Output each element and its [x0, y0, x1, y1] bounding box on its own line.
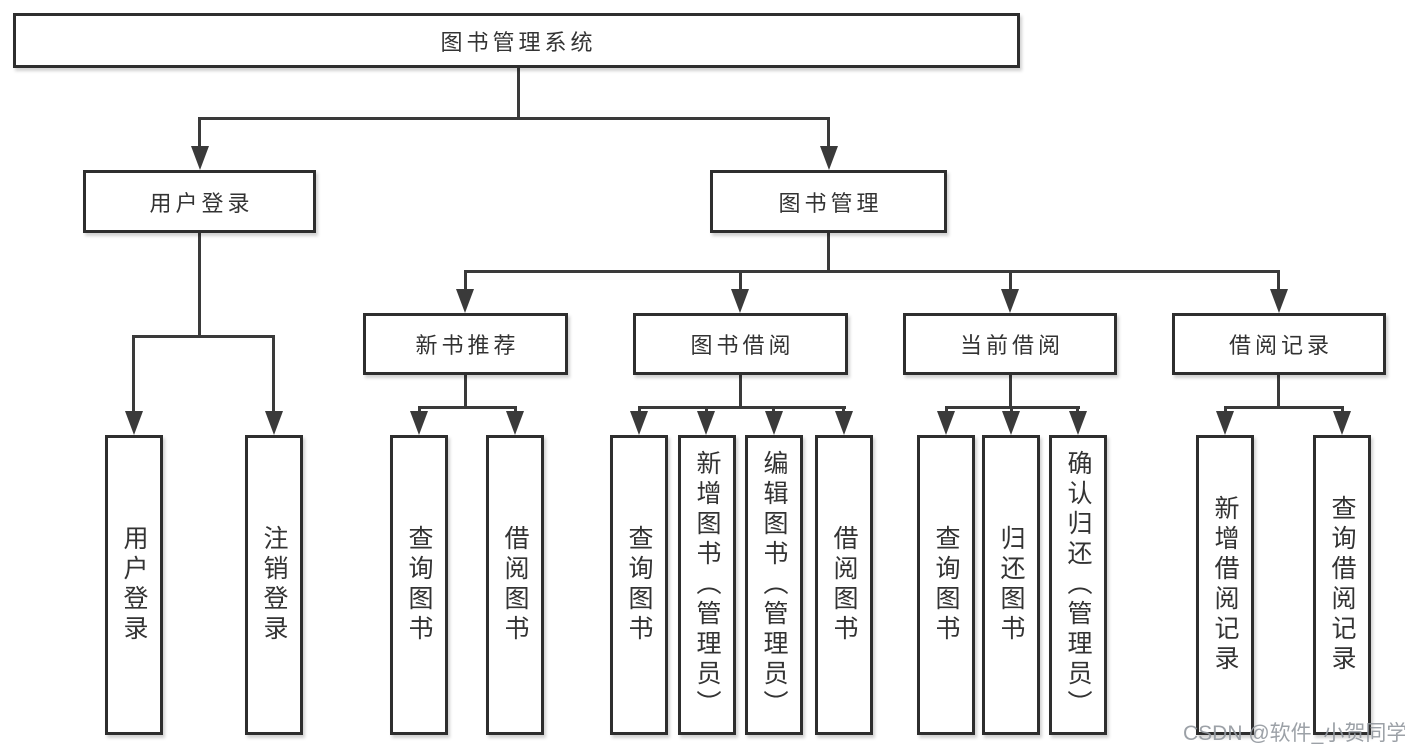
connector-line	[842, 406, 845, 415]
connector-line	[739, 270, 742, 292]
node-new-book-recommend-label: 新书推荐	[415, 333, 520, 358]
connector-line	[418, 406, 517, 409]
leaf-query-books-current-label: 查询图书	[932, 525, 960, 645]
arrowhead-icon	[265, 411, 283, 435]
connector-line	[198, 117, 201, 150]
arrowhead-icon	[456, 289, 474, 313]
connector-line	[1010, 406, 1013, 415]
connector-line	[198, 233, 201, 335]
leaf-logout: 注销登录	[245, 435, 303, 735]
connector-line	[945, 406, 948, 415]
node-root-label: 图书管理系统	[440, 29, 597, 55]
node-book-management-label: 图书管理	[778, 190, 883, 216]
arrowhead-icon	[731, 289, 749, 313]
connector-line	[272, 335, 275, 415]
connector-line	[1009, 270, 1012, 292]
leaf-add-borrow-record-label: 新增借阅记录	[1211, 495, 1239, 675]
node-book-borrowing-label: 图书借阅	[690, 333, 795, 358]
leaf-confirm-return-admin-label: 确认归还（管理员）	[1064, 450, 1092, 720]
node-book-borrowing: 图书借阅	[633, 313, 848, 375]
arrowhead-icon	[820, 146, 838, 170]
arrowhead-icon	[1216, 411, 1234, 435]
csdn-watermark: CSDN @软件_小贺同学	[1183, 722, 1405, 745]
connector-line	[133, 335, 275, 338]
arrowhead-icon	[630, 411, 648, 435]
connector-line	[772, 406, 775, 415]
connector-line	[827, 117, 830, 150]
node-borrow-records-label: 借阅记录	[1228, 333, 1333, 358]
leaf-borrow-books-recommend-label: 借阅图书	[501, 525, 529, 645]
leaf-add-book-admin-label: 新增图书（管理员）	[693, 450, 721, 720]
leaf-query-books-recommend: 查询图书	[390, 435, 448, 735]
leaf-borrow-books-recommend: 借阅图书	[486, 435, 544, 735]
leaf-edit-book-admin: 编辑图书（管理员）	[745, 435, 803, 735]
leaf-return-books-label: 归还图书	[997, 525, 1025, 645]
node-user-login-label: 用户登录	[149, 190, 254, 216]
node-current-borrowing: 当前借阅	[903, 313, 1117, 375]
leaf-query-books-current: 查询图书	[917, 435, 975, 735]
connector-line	[705, 406, 708, 415]
node-user-login: 用户登录	[83, 170, 316, 233]
arrowhead-icon	[1069, 411, 1087, 435]
connector-line	[517, 68, 520, 118]
arrowhead-icon	[1270, 289, 1288, 313]
leaf-confirm-return-admin: 确认归还（管理员）	[1049, 435, 1107, 735]
leaf-query-books-recommend-label: 查询图书	[405, 525, 433, 645]
leaf-return-books: 归还图书	[982, 435, 1040, 735]
node-new-book-recommend: 新书推荐	[363, 313, 568, 375]
arrowhead-icon	[410, 411, 428, 435]
leaf-query-books-borrowing: 查询图书	[610, 435, 668, 735]
connector-line	[1277, 375, 1280, 406]
arrowhead-icon	[1333, 411, 1351, 435]
connector-line	[1224, 406, 1227, 415]
leaf-borrow-books-borrowing-label: 借阅图书	[830, 525, 858, 645]
leaf-query-borrow-record: 查询借阅记录	[1313, 435, 1371, 735]
connector-line	[1224, 406, 1344, 409]
leaf-user-login-label: 用户登录	[120, 525, 148, 645]
connector-line	[1076, 406, 1079, 415]
node-book-management: 图书管理	[710, 170, 947, 233]
arrowhead-icon	[1001, 289, 1019, 313]
arrowhead-icon	[125, 411, 143, 435]
leaf-query-borrow-record-label: 查询借阅记录	[1328, 495, 1356, 675]
connector-line	[132, 335, 135, 415]
leaf-user-login: 用户登录	[105, 435, 163, 735]
connector-line	[1009, 375, 1012, 406]
node-borrow-records: 借阅记录	[1172, 313, 1386, 375]
leaf-add-borrow-record: 新增借阅记录	[1196, 435, 1254, 735]
connector-line	[464, 375, 467, 406]
connector-line	[418, 406, 421, 415]
leaf-query-books-borrowing-label: 查询图书	[625, 525, 653, 645]
node-current-borrowing-label: 当前借阅	[959, 333, 1064, 358]
leaf-borrow-books-borrowing: 借阅图书	[815, 435, 873, 735]
connector-line	[638, 406, 641, 415]
connector-line	[199, 117, 830, 120]
leaf-edit-book-admin-label: 编辑图书（管理员）	[760, 450, 788, 720]
node-root: 图书管理系统	[13, 13, 1020, 68]
connector-line	[464, 270, 467, 292]
connector-line	[514, 406, 517, 415]
arrowhead-icon	[765, 411, 783, 435]
connector-line	[1277, 270, 1280, 292]
arrowhead-icon	[1002, 411, 1020, 435]
connector-line	[827, 233, 830, 270]
arrowhead-icon	[937, 411, 955, 435]
arrowhead-icon	[835, 411, 853, 435]
connector-line	[739, 375, 742, 406]
arrowhead-icon	[697, 411, 715, 435]
leaf-logout-label: 注销登录	[260, 525, 288, 645]
arrowhead-icon	[506, 411, 524, 435]
arrowhead-icon	[191, 146, 209, 170]
connector-line	[464, 270, 1280, 273]
connector-line	[638, 406, 846, 409]
leaf-add-book-admin: 新增图书（管理员）	[678, 435, 736, 735]
connector-line	[1341, 406, 1344, 415]
